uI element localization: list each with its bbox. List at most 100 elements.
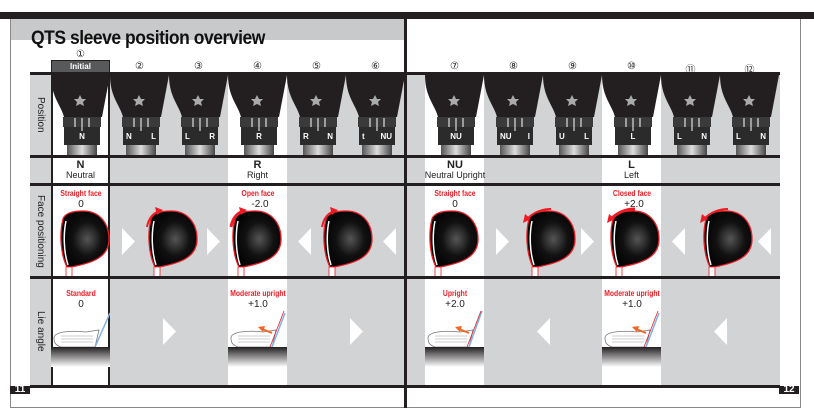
page-title: QTS sleeve position overview: [31, 28, 265, 49]
club-lie-illustration: [228, 305, 287, 367]
triangle-left-icon: [672, 228, 685, 255]
position-number-5: ⑤: [312, 61, 321, 72]
rule-bottom: [30, 385, 780, 388]
triangle-left-icon: [298, 228, 311, 255]
top-bar: [0, 12, 814, 19]
driver-head-icon: [607, 205, 663, 278]
driver-head-icon: [320, 205, 376, 278]
face-label-7: Straight face: [434, 189, 476, 198]
face-value-1: 0: [78, 199, 84, 210]
sleeve-mark-r: N: [701, 132, 707, 141]
lie-label-10: Moderate upright: [604, 289, 660, 298]
title-band: [11, 19, 405, 40]
lie-value-4: +1.0: [248, 299, 268, 310]
sleeve-mark-l: L: [736, 132, 741, 141]
driver-head-icon: [145, 205, 201, 278]
lie-label-4: Moderate upright: [230, 289, 286, 298]
lie-value-7: +2.0: [445, 299, 465, 310]
rule-face: [30, 276, 780, 279]
face-label-1: Straight face: [60, 189, 102, 198]
triangle-left-icon: [714, 318, 727, 345]
triangle-left-icon: [383, 228, 396, 255]
lie-label-7: Upright: [442, 289, 468, 298]
triangle-right-icon: [581, 228, 594, 255]
sleeve-mark-l: U: [559, 132, 565, 141]
position-number-6: ⑥: [371, 61, 380, 72]
sleeve-mark-r: L: [151, 132, 156, 141]
triangle-right-icon: [496, 228, 509, 255]
triangle-right-icon: [350, 318, 363, 345]
lie-value-10: +1.0: [622, 299, 642, 310]
sleeve-mark-r: R: [209, 132, 215, 141]
sleeve-mark-r: N: [760, 132, 766, 141]
triangle-right-icon: [122, 228, 135, 255]
position-number-11: ⑪: [685, 65, 696, 76]
position-number-3: ③: [194, 61, 203, 72]
sleeve-mark-l: R: [303, 132, 309, 141]
club-lie-illustration: [425, 305, 484, 367]
row-label-lie: Lie angle: [35, 311, 46, 352]
page-number-left: 11: [10, 385, 30, 395]
sleeve-mark-c: R: [256, 132, 262, 141]
face-label-10: Closed face: [612, 189, 652, 198]
sleeve-illustration-7: NU: [425, 75, 484, 155]
sleeve-illustration-8: NU I: [484, 75, 543, 155]
rule-position: [30, 155, 780, 158]
sleeve-illustration-10: L: [602, 75, 661, 155]
sleeve-mark-l: L: [677, 132, 682, 141]
club-lie-illustration: [51, 305, 111, 367]
position-number-10: ⑩: [627, 61, 636, 72]
sleeve-mark-r: L: [584, 132, 589, 141]
row-label-face: Face positioning: [35, 194, 46, 268]
sleeve-mark-c: N: [79, 132, 85, 141]
sleeve-mark-r: I: [528, 132, 530, 141]
sleeve-mark-c: L: [631, 132, 636, 141]
position-number-1: ①: [76, 49, 85, 60]
club-lie-illustration: [602, 305, 661, 367]
triangle-left-icon: [537, 318, 550, 345]
sleeve-mark-l: NU: [500, 132, 512, 141]
lie-label-1: Standard: [66, 289, 96, 298]
sleeve-mark-l: L: [185, 132, 190, 141]
sleeve-illustration-1: N: [51, 75, 110, 155]
position-number-2: ②: [135, 61, 144, 72]
driver-head-icon: [57, 205, 113, 278]
position-number-9: ⑨: [568, 61, 577, 72]
driver-head-icon: [700, 205, 756, 278]
triangle-right-icon: [163, 318, 176, 345]
sleeve-mark-l: N: [126, 132, 132, 141]
sleeve-mark-r: NU: [380, 132, 392, 141]
sleeve-illustration-4: R: [228, 75, 287, 155]
lie-value-1: 0: [78, 299, 84, 310]
rule-labels: [30, 183, 780, 186]
position-number-4: ④: [253, 61, 262, 72]
sleeve-mark-c: NU: [450, 132, 462, 141]
face-label-4: Open face: [241, 189, 275, 198]
position-number-7: ⑦: [450, 61, 459, 72]
triangle-left-icon: [758, 228, 771, 255]
rule-top: [30, 72, 780, 75]
driver-head-icon: [523, 205, 579, 278]
sleeve-mark-l: t: [362, 132, 365, 141]
sleeve-mark-r: N: [327, 132, 333, 141]
sleeve-illustration-6: t NU: [346, 75, 405, 155]
position-number-8: ⑧: [509, 61, 518, 72]
face-value-10: +2.0: [624, 199, 644, 210]
center-divider: [404, 19, 407, 408]
driver-head-icon: [426, 205, 482, 278]
position-number-12: ⑫: [744, 65, 755, 76]
triangle-right-icon: [207, 228, 220, 255]
row-label-position: Position: [35, 97, 46, 133]
page-number-right: 12: [779, 385, 799, 395]
face-value-7: 0: [452, 199, 458, 210]
